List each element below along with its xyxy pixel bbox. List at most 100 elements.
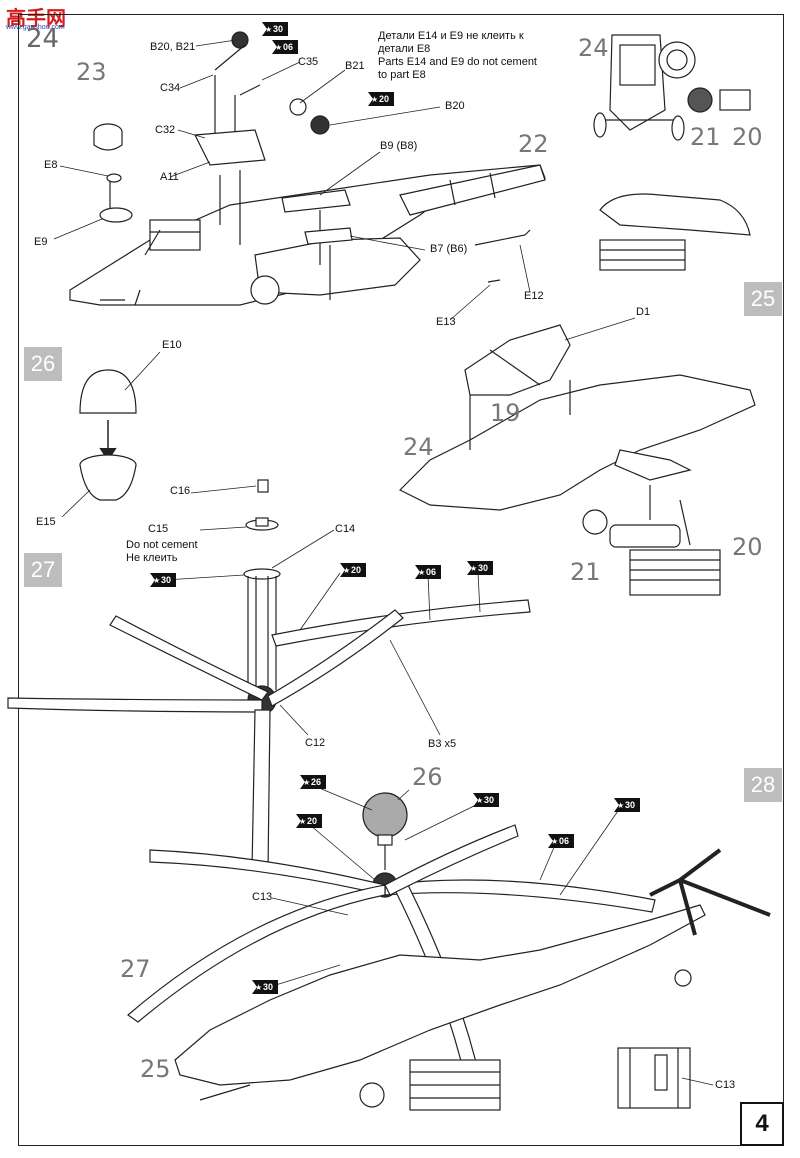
ref-24-step25: 24 xyxy=(403,433,434,461)
label-a11: A11 xyxy=(160,171,179,183)
svg-text:★: ★ xyxy=(153,576,160,585)
label-c34: C34 xyxy=(160,82,181,94)
step-26-number: 26 xyxy=(24,347,62,381)
paint-callout: ★30 xyxy=(614,798,640,812)
ref-20-step25: 20 xyxy=(732,533,763,561)
label-e9: E9 xyxy=(34,236,48,248)
label-b7: B7 (B6) xyxy=(430,243,468,255)
bracket-c32 xyxy=(194,129,266,166)
paint-callout: ★30 xyxy=(150,573,176,587)
wheel-25 xyxy=(582,509,608,535)
tail-boom-top xyxy=(399,164,546,216)
note-step27: Do not cement Не клеить xyxy=(126,539,198,565)
label-e15: E15 xyxy=(36,516,56,528)
blade-28-a xyxy=(384,879,656,913)
ref-24-insert: 24 xyxy=(578,34,609,62)
blade-28-c xyxy=(127,884,386,1023)
label-c32: C32 xyxy=(155,124,176,136)
ref-25: 25 xyxy=(140,1055,171,1083)
rocket-launcher-25 xyxy=(609,524,681,548)
stub-wing-25 xyxy=(614,449,692,481)
blade-27-c xyxy=(7,697,263,713)
rocket-rack-25 xyxy=(629,549,721,596)
watermark-url: www.gaoshou.com xyxy=(6,24,65,31)
paint-callout: ★06 xyxy=(272,40,298,54)
note-en-line2: to part E8 xyxy=(378,69,426,81)
label-b3: B3 x5 xyxy=(428,738,457,750)
fuselage-outline-25 xyxy=(398,374,756,511)
label-e13: E13 xyxy=(436,316,456,328)
blade-27-a xyxy=(271,599,531,647)
fuselage-28 xyxy=(174,904,706,1086)
note-ru-line2: детали Е8 xyxy=(378,43,431,55)
page-number: 4 xyxy=(740,1102,784,1146)
pad-b9 xyxy=(281,189,351,213)
svg-text:★: ★ xyxy=(299,817,306,826)
part-e8 xyxy=(106,173,122,183)
cockpit-part-top xyxy=(149,219,201,251)
wheel-b20-top xyxy=(231,31,249,49)
wheel-b20-mid xyxy=(310,115,330,135)
rocket-pod-insert xyxy=(687,87,713,113)
svg-text:★: ★ xyxy=(418,568,425,577)
part-c16 xyxy=(257,479,269,493)
label-c15: C15 xyxy=(148,523,169,535)
note-step24: Детали Е14 и Е9 не клеить к детали Е8 Pa… xyxy=(378,30,537,82)
part-c14 xyxy=(243,568,281,580)
ref-23: 23 xyxy=(76,58,107,86)
label-c35: C35 xyxy=(298,56,319,68)
ref-27: 27 xyxy=(120,955,151,983)
svg-text:★: ★ xyxy=(265,25,272,34)
ref-19: 19 xyxy=(490,399,521,427)
label-d1: D1 xyxy=(636,306,651,318)
blade-27-e xyxy=(267,609,404,707)
label-c14: C14 xyxy=(335,523,356,535)
dome-e10 xyxy=(79,369,137,414)
step-25-number: 25 xyxy=(744,282,782,316)
rocket-racks-insert xyxy=(599,239,686,271)
tail-rotor-28 xyxy=(649,848,771,936)
step-28-number: 28 xyxy=(744,768,782,802)
label-b20: B20 xyxy=(445,100,465,112)
ref-20-insert: 20 xyxy=(732,123,763,151)
label-e8: E8 xyxy=(44,159,58,171)
paint-callout: ★30 xyxy=(473,793,499,807)
svg-text:★: ★ xyxy=(551,837,558,846)
blade-27-b xyxy=(109,615,269,701)
svg-text:★: ★ xyxy=(617,801,624,810)
paint-callout: ★30 xyxy=(262,22,288,36)
note-en-line1: Parts E14 and E9 do not cement xyxy=(378,56,537,68)
watermark-logo: 高手网 www.gaoshou.com xyxy=(0,0,70,34)
part-e9 xyxy=(99,207,133,223)
paint-callout: ★26 xyxy=(300,775,326,789)
rod-e12 xyxy=(474,229,531,246)
paint-callout: ★20 xyxy=(340,563,366,577)
paint-callout: ★30 xyxy=(252,980,278,994)
paint-callout: ★06 xyxy=(415,565,441,579)
svg-text:★: ★ xyxy=(275,43,282,52)
label-b9: B9 (B8) xyxy=(380,140,418,152)
wheel-b21-mid xyxy=(289,98,307,116)
step-24-number: 24 xyxy=(26,24,60,54)
svg-text:★: ★ xyxy=(470,564,477,573)
watermark-main: 高手网 xyxy=(6,8,66,30)
ref-21-step25: 21 xyxy=(570,558,601,586)
paint-callout: ★06 xyxy=(548,834,574,848)
label-e12: E12 xyxy=(524,290,544,302)
ref-26: 26 xyxy=(412,763,443,791)
paint-callout: ★20 xyxy=(296,814,322,828)
blade-28-b xyxy=(149,849,386,896)
svg-text:★: ★ xyxy=(476,796,483,805)
blade-28-e xyxy=(384,824,519,896)
ref-22: 22 xyxy=(518,130,549,158)
label-c13: C13 xyxy=(252,891,273,903)
note-do-not-cement: Do not cement xyxy=(126,539,198,551)
label-c12: C12 xyxy=(305,737,326,749)
step-27-number: 27 xyxy=(24,553,62,587)
svg-text:★: ★ xyxy=(255,983,262,992)
pad-b7 xyxy=(304,227,353,245)
wheel-insert xyxy=(658,41,696,79)
label-e10: E10 xyxy=(162,339,182,351)
dome-26 xyxy=(362,792,408,838)
